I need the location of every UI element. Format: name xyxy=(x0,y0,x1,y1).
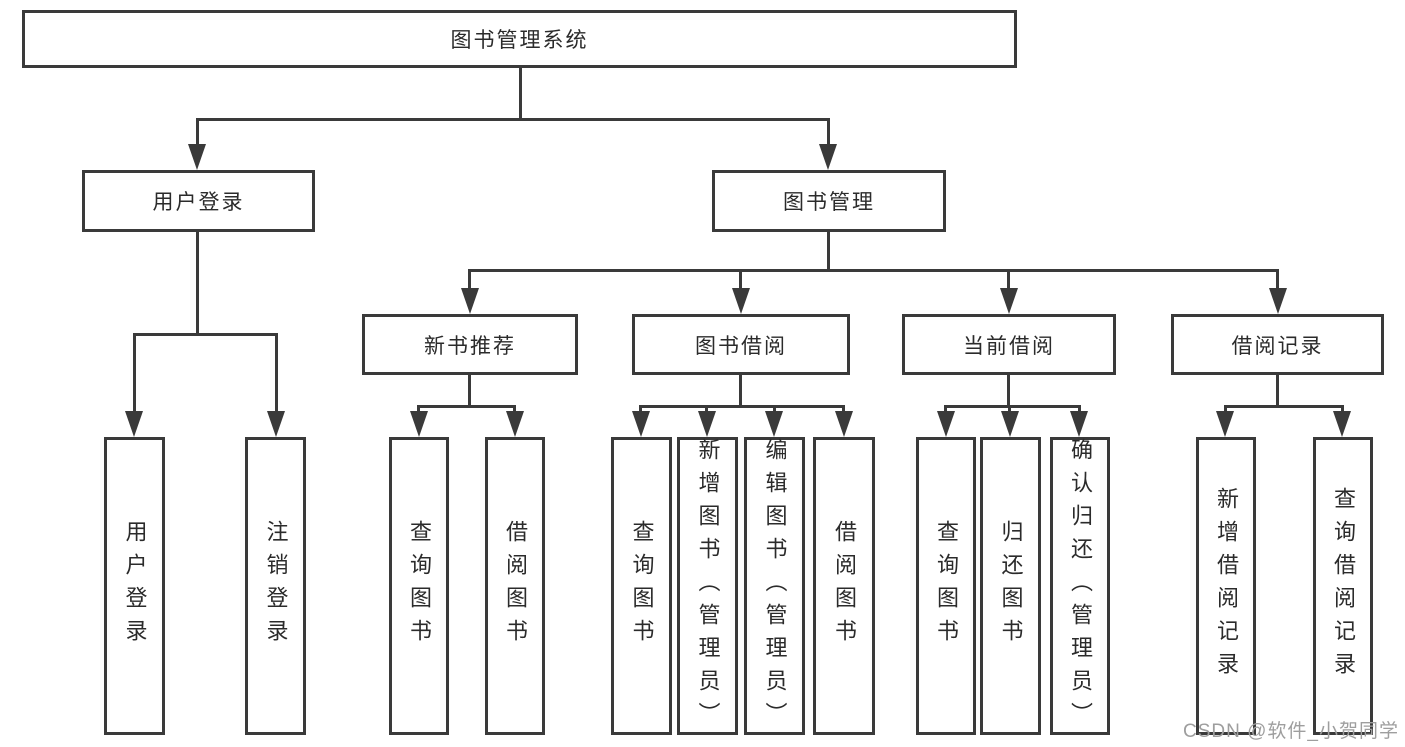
arrow-down-icon xyxy=(188,144,206,170)
leaf-query-books-recommend: 查询图书 xyxy=(389,437,449,735)
connector-drop xyxy=(739,269,742,292)
connector-rail xyxy=(944,405,1081,408)
node-book-management-branch: 图书管理 xyxy=(712,170,946,232)
node-book-management-system: 图书管理系统 xyxy=(22,10,1017,68)
connector-stem xyxy=(468,375,471,408)
connector-drop xyxy=(468,269,471,292)
connector-drop xyxy=(1224,405,1227,415)
watermark: CSDN @软件_小贺同学 xyxy=(1183,721,1399,742)
connector-drop xyxy=(1008,405,1011,415)
leaf-label: 借阅图书 xyxy=(503,520,528,652)
connector-level1-rail xyxy=(196,118,830,121)
connector-stem xyxy=(739,375,742,408)
arrow-down-icon xyxy=(1070,411,1088,437)
connector-root-stem xyxy=(519,68,522,120)
arrow-down-icon xyxy=(765,411,783,437)
leaf-add-borrow-record: 新增借阅记录 xyxy=(1196,437,1256,735)
leaf-label: 查询图书 xyxy=(629,520,655,652)
node-current-borrow: 当前借阅 xyxy=(902,314,1116,375)
leaf-logout: 注销登录 xyxy=(245,437,306,735)
connector-drop xyxy=(417,405,420,415)
leaf-label: 新增借阅记录 xyxy=(1214,487,1239,685)
leaf-label: 归还图书 xyxy=(998,520,1024,652)
arrow-down-icon xyxy=(732,288,750,314)
leaf-label: 查询图书 xyxy=(934,520,959,652)
connector-stem xyxy=(1276,375,1279,408)
arrow-down-icon xyxy=(506,411,524,437)
arrow-down-icon xyxy=(698,411,716,437)
connector-rail xyxy=(1224,405,1344,408)
connector-drop xyxy=(1341,405,1344,415)
node-book-borrow: 图书借阅 xyxy=(632,314,850,375)
connector-drop xyxy=(1007,269,1010,292)
connector-drop xyxy=(513,405,516,415)
arrow-down-icon xyxy=(937,411,955,437)
arrow-down-icon xyxy=(835,411,853,437)
leaf-borrow-books: 借阅图书 xyxy=(813,437,875,735)
connector-drop xyxy=(275,333,278,415)
leaf-label: 新增图书（管理员） xyxy=(695,437,721,735)
connector-stem xyxy=(827,232,830,272)
leaf-return-book: 归还图书 xyxy=(980,437,1041,735)
connector-rail xyxy=(639,405,845,408)
connector-drop xyxy=(842,405,845,415)
node-new-book-recommend: 新书推荐 xyxy=(362,314,578,375)
arrow-down-icon xyxy=(1269,288,1287,314)
leaf-borrow-books-recommend: 借阅图书 xyxy=(485,437,545,735)
connector-drop xyxy=(133,333,136,415)
leaf-add-book-admin: 新增图书（管理员） xyxy=(677,437,738,735)
arrow-down-icon xyxy=(632,411,650,437)
arrow-down-icon xyxy=(1001,411,1019,437)
connector-stem xyxy=(196,232,199,336)
arrow-down-icon xyxy=(410,411,428,437)
leaf-query-books-current: 查询图书 xyxy=(916,437,976,735)
node-user-login-branch: 用户登录 xyxy=(82,170,315,232)
leaf-edit-book-admin: 编辑图书（管理员） xyxy=(744,437,805,735)
arrow-down-icon xyxy=(125,411,143,437)
connector-rail xyxy=(133,333,278,336)
leaf-user-login: 用户登录 xyxy=(104,437,165,735)
leaf-label: 确认归还（管理员） xyxy=(1068,437,1093,735)
connector-drop xyxy=(944,405,947,415)
leaf-confirm-return-admin: 确认归还（管理员） xyxy=(1050,437,1110,735)
leaf-label: 查询借阅记录 xyxy=(1331,487,1356,685)
connector-drop xyxy=(705,405,708,415)
connector-stem xyxy=(1007,375,1010,408)
leaf-label: 借阅图书 xyxy=(832,520,857,652)
leaf-query-books-borrow: 查询图书 xyxy=(611,437,672,735)
connector-drop xyxy=(827,118,830,148)
node-borrow-records: 借阅记录 xyxy=(1171,314,1384,375)
arrow-down-icon xyxy=(1216,411,1234,437)
arrow-down-icon xyxy=(1333,411,1351,437)
arrow-down-icon xyxy=(267,411,285,437)
connector-drop xyxy=(639,405,642,415)
arrow-down-icon xyxy=(461,288,479,314)
connector-drop xyxy=(1276,269,1279,292)
leaf-label: 用户登录 xyxy=(122,520,148,652)
arrow-down-icon xyxy=(1000,288,1018,314)
leaf-label: 查询图书 xyxy=(407,520,432,652)
arrow-down-icon xyxy=(819,144,837,170)
leaf-query-borrow-record: 查询借阅记录 xyxy=(1313,437,1373,735)
connector-rail xyxy=(417,405,516,408)
leaf-label: 注销登录 xyxy=(263,520,289,652)
leaf-label: 编辑图书（管理员） xyxy=(762,437,788,735)
connector-drop xyxy=(1078,405,1081,415)
connector-drop xyxy=(196,118,199,148)
connector-level2-rail xyxy=(468,269,1279,272)
connector-drop xyxy=(773,405,776,415)
